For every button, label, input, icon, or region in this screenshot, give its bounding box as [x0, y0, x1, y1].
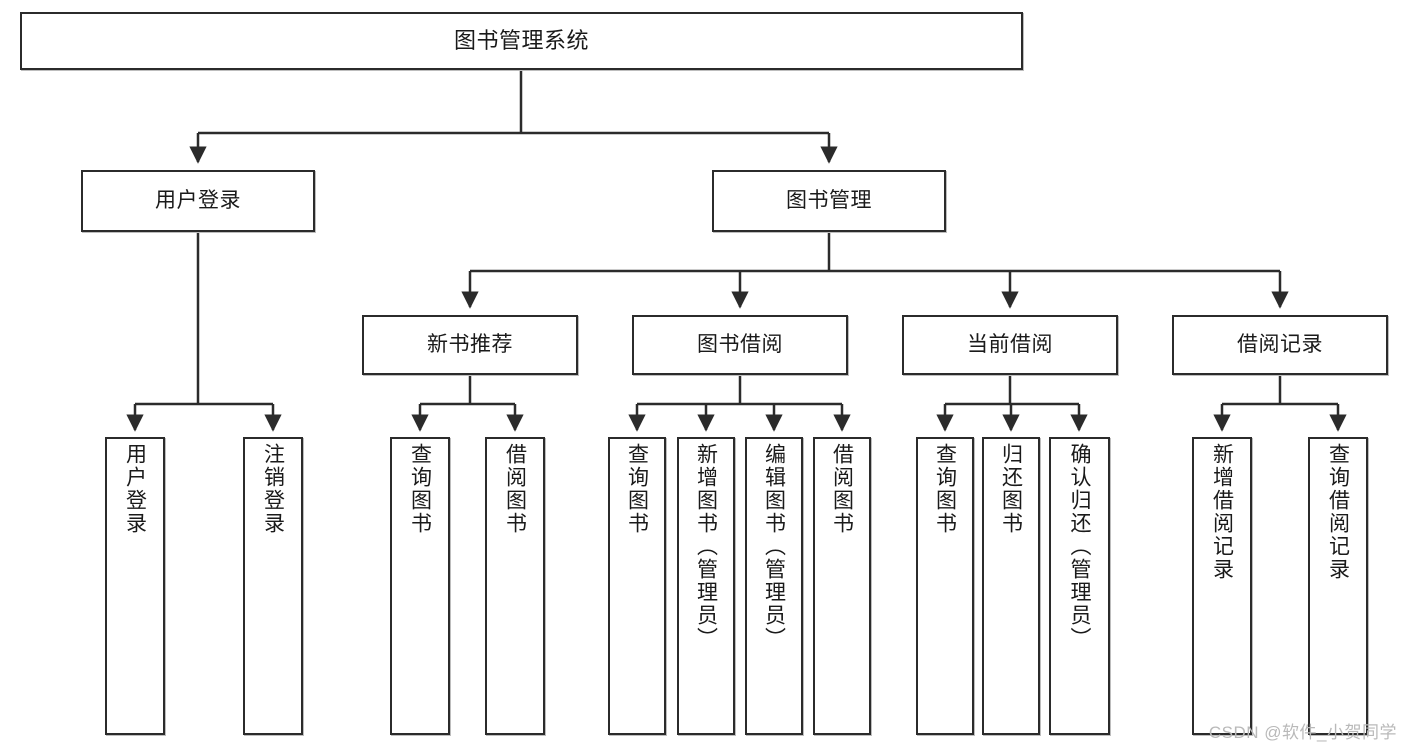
leaf-borrow-add-book-admin[interactable]: 新增图书（管理员）: [677, 437, 735, 735]
node-label: 查询借阅记录: [1326, 443, 1350, 581]
node-label: 查询图书: [408, 443, 432, 535]
leaf-record-query-record[interactable]: 查询借阅记录: [1308, 437, 1368, 735]
node-borrow-record[interactable]: 借阅记录: [1172, 315, 1388, 375]
node-label: 查询图书: [933, 443, 957, 535]
node-label: 用户登录: [155, 188, 241, 212]
leaf-record-add-record[interactable]: 新增借阅记录: [1192, 437, 1252, 735]
node-label: 新书推荐: [427, 332, 513, 356]
leaf-recommend-borrow-book[interactable]: 借阅图书: [485, 437, 545, 735]
node-user-login[interactable]: 用户登录: [81, 170, 315, 232]
node-label: 注销登录: [261, 443, 285, 535]
node-label: 借阅记录: [1237, 332, 1323, 356]
node-book-borrow[interactable]: 图书借阅: [632, 315, 848, 375]
node-label: 用户登录: [123, 443, 147, 535]
node-label: 归还图书: [999, 443, 1023, 535]
node-new-book-recommend[interactable]: 新书推荐: [362, 315, 578, 375]
node-current-borrow[interactable]: 当前借阅: [902, 315, 1118, 375]
node-label: 编辑图书（管理员）: [762, 443, 786, 650]
leaf-user-login-signin[interactable]: 用户登录: [105, 437, 165, 735]
node-label: 当前借阅: [967, 332, 1053, 356]
node-label: 借阅图书: [830, 443, 854, 535]
node-book-management[interactable]: 图书管理: [712, 170, 946, 232]
node-label: 确认归还（管理员）: [1068, 443, 1091, 650]
leaf-borrow-borrow-book[interactable]: 借阅图书: [813, 437, 871, 735]
node-label: 新增借阅记录: [1210, 443, 1234, 581]
leaf-borrow-query-book[interactable]: 查询图书: [608, 437, 666, 735]
leaf-recommend-query-book[interactable]: 查询图书: [390, 437, 450, 735]
leaf-borrow-edit-book-admin[interactable]: 编辑图书（管理员）: [745, 437, 803, 735]
node-label: 图书管理: [786, 188, 872, 212]
node-label: 新增图书（管理员）: [694, 443, 718, 650]
node-label: 查询图书: [625, 443, 649, 535]
node-label: 图书管理系统: [453, 28, 589, 54]
node-label: 图书借阅: [697, 332, 783, 356]
leaf-current-confirm-return-admin[interactable]: 确认归还（管理员）: [1049, 437, 1110, 735]
leaf-current-query-book[interactable]: 查询图书: [916, 437, 974, 735]
node-label: 借阅图书: [503, 443, 527, 535]
node-root-system[interactable]: 图书管理系统: [20, 12, 1023, 70]
watermark-text: CSDN @软件_小贺同学: [1208, 723, 1397, 742]
leaf-user-login-signout[interactable]: 注销登录: [243, 437, 303, 735]
leaf-current-return-book[interactable]: 归还图书: [982, 437, 1040, 735]
